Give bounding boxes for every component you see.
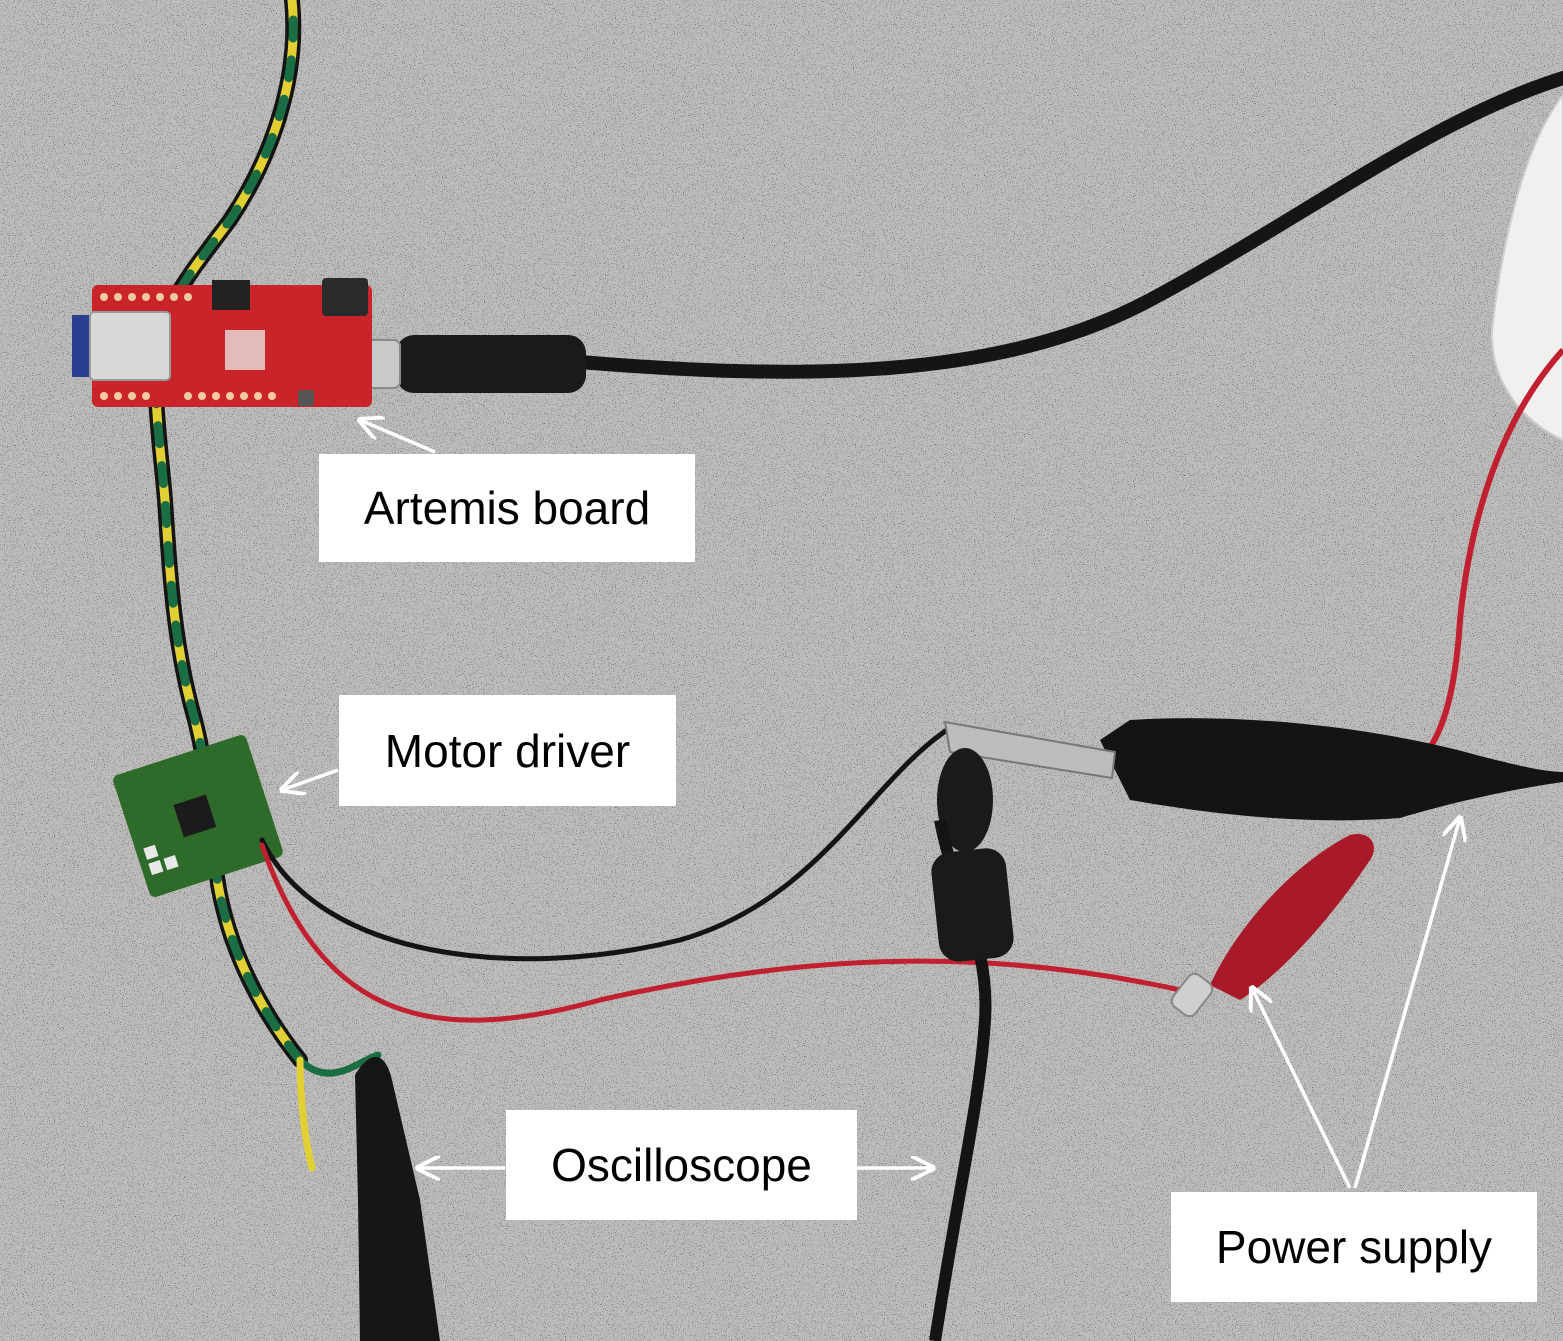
motor-driver-board [113, 735, 283, 897]
usb-c-connector [396, 335, 586, 393]
oscilloscope-probe [929, 718, 1563, 1341]
label-power-supply: Power supply [1171, 1192, 1537, 1302]
label-artemis-board: Artemis board [319, 454, 695, 562]
arrow-power-supply-clip [1252, 988, 1352, 1189]
arrow-artemis-board [360, 420, 436, 454]
annotation-arrows [282, 420, 1460, 1189]
artemis-board [72, 278, 372, 407]
red-alligator-clip [1170, 834, 1374, 1018]
black-lead-wire [259, 725, 953, 962]
arrow-power-supply-lead [1353, 818, 1460, 1189]
white-object [1490, 93, 1563, 442]
arrow-motor-driver [282, 768, 339, 790]
power-red-lead [1417, 347, 1563, 763]
oscilloscope-probe-lower [355, 1056, 440, 1341]
label-motor-driver: Motor driver [339, 695, 676, 806]
red-lead-wire [259, 842, 1183, 1023]
label-oscilloscope: Oscilloscope [506, 1110, 857, 1220]
